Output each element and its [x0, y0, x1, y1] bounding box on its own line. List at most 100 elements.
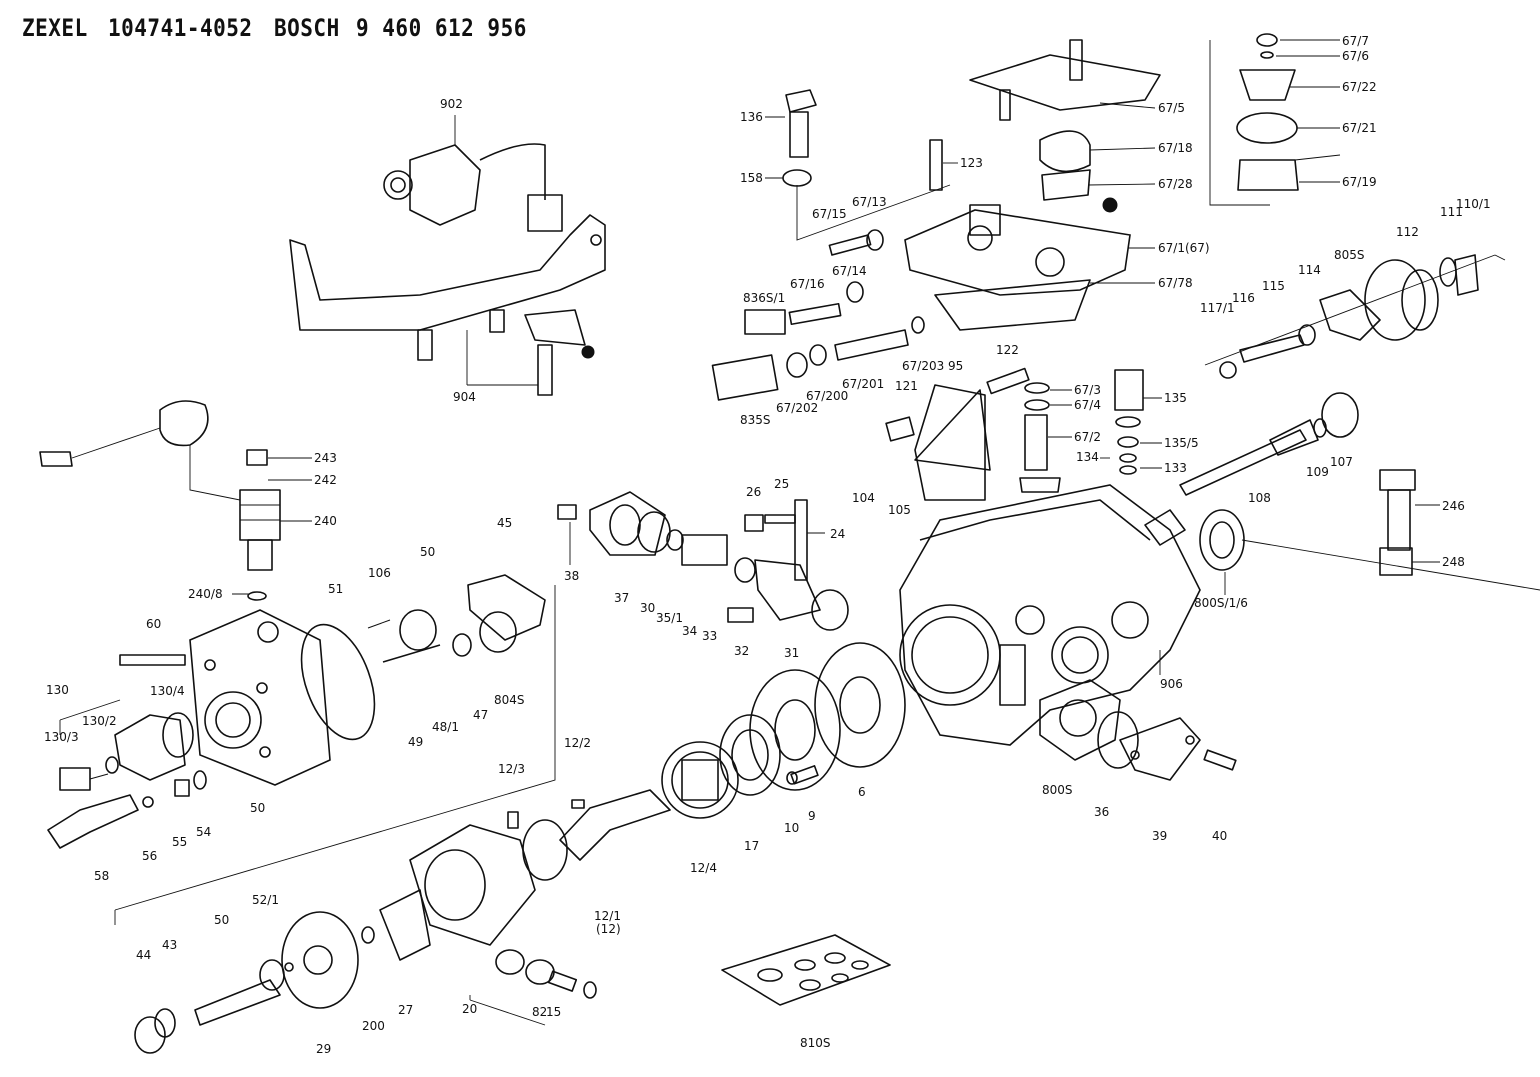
part-label-34: 34: [682, 624, 697, 638]
part-label-20: 20: [462, 1002, 477, 1016]
part-label-158: 158: [740, 171, 763, 185]
part-label-67-203: 67/203: [902, 359, 944, 373]
part-label-67-3: 67/3: [1074, 383, 1101, 397]
part-label-130: 130: [46, 683, 69, 697]
part-label-67-19: 67/19: [1342, 175, 1377, 189]
part-label-51: 51: [328, 582, 343, 596]
part-label-67-200: 67/200: [806, 389, 848, 403]
part-label-240: 240: [314, 514, 337, 528]
part-label-54: 54: [196, 825, 211, 839]
part-label-39: 39: [1152, 829, 1167, 843]
part-label-130-4: 130/4: [150, 684, 185, 698]
part-label-134: 134: [1076, 450, 1099, 464]
part-label-30: 30: [640, 601, 655, 615]
part-label-106: 106: [368, 566, 391, 580]
part-label-60: 60: [146, 617, 161, 631]
part-label-45: 45: [497, 516, 512, 530]
regulating-valve-group: [557, 491, 849, 631]
part-label-12-paren: (12): [596, 922, 621, 936]
part-label-200: 200: [362, 1019, 385, 1033]
part-label-810s: 810S: [800, 1036, 831, 1050]
part-label-40: 40: [1212, 829, 1227, 843]
part-label-112: 112: [1396, 225, 1419, 239]
part-label-130-2: 130/2: [82, 714, 117, 728]
part-label-27: 27: [398, 1003, 413, 1017]
part-label-67-202: 67/202: [776, 401, 818, 415]
part-label-50-mid: 50: [250, 801, 265, 815]
part-label-67-2: 67/2: [1074, 430, 1101, 444]
part-label-24: 24: [830, 527, 845, 541]
part-label-800s: 800S: [1042, 783, 1073, 797]
part-label-29: 29: [316, 1042, 331, 1056]
part-label-123: 123: [960, 156, 983, 170]
part-label-36: 36: [1094, 805, 1109, 819]
part-label-114: 114: [1298, 263, 1321, 277]
part-label-12-2: 12/2: [564, 736, 591, 750]
part-label-55: 55: [172, 835, 187, 849]
part-label-6: 6: [858, 785, 866, 799]
gasket-kit: [721, 934, 891, 1006]
part-label-902: 902: [440, 97, 463, 111]
part-label-32: 32: [734, 644, 749, 658]
part-label-243: 243: [314, 451, 337, 465]
part-label-67-7: 67/7: [1342, 34, 1369, 48]
delivery-valve-group: [1019, 369, 1162, 493]
part-label-836s-1: 836S/1: [743, 291, 785, 305]
part-label-67-14: 67/14: [832, 264, 867, 278]
part-label-12-1: 12/1: [594, 909, 621, 923]
part-label-10: 10: [784, 821, 799, 835]
part-label-67-6: 67/6: [1342, 49, 1369, 63]
part-label-115: 115: [1262, 279, 1285, 293]
part-label-67-201: 67/201: [842, 377, 884, 391]
distributor-head-group: [47, 574, 556, 925]
part-label-9: 9: [808, 809, 816, 823]
part-label-108: 108: [1248, 491, 1271, 505]
part-label-25: 25: [774, 477, 789, 491]
part-label-26: 26: [746, 485, 761, 499]
part-label-805s: 805S: [1334, 248, 1365, 262]
part-label-135: 135: [1164, 391, 1187, 405]
part-label-804s: 804S: [494, 693, 525, 707]
part-label-67-4: 67/4: [1074, 398, 1101, 412]
part-label-67-22: 67/22: [1342, 80, 1377, 94]
side-cover-group: [1097, 711, 1237, 781]
reference-labels: 902 904 136 158 123 67/15 67/13 67/14 67…: [44, 34, 1491, 1056]
part-label-107: 107: [1330, 455, 1353, 469]
drawing-header: ZEXEL 104741-4052 BOSCH 9 460 612 956: [0, 0, 1540, 50]
part-label-56: 56: [142, 849, 157, 863]
part-label-67-16: 67/16: [790, 277, 825, 291]
part-label-136: 136: [740, 110, 763, 124]
part-label-43: 43: [162, 938, 177, 952]
part-label-109: 109: [1306, 465, 1329, 479]
part-label-12-3: 12/3: [498, 762, 525, 776]
part-label-17: 17: [744, 839, 759, 853]
part-label-800s-1-6: 800S/1/6: [1194, 596, 1248, 610]
part-label-47: 47: [473, 708, 488, 722]
part-label-67-28: 67/28: [1158, 177, 1193, 191]
part-label-50-bottom: 50: [214, 913, 229, 927]
part-label-82: 82: [532, 1005, 547, 1019]
part-label-122: 122: [996, 343, 1019, 357]
part-label-130-3: 130/3: [44, 730, 79, 744]
manufacturer-bosch: BOSCH: [274, 14, 340, 42]
part-label-105: 105: [888, 503, 911, 517]
part-label-38: 38: [564, 569, 579, 583]
part-label-52-1: 52/1: [252, 893, 279, 907]
part-label-67-18: 67/18: [1158, 141, 1193, 155]
pump-housing: [899, 384, 1201, 761]
zexel-part-number: 104741-4052: [108, 14, 253, 42]
part-label-111: 111: [1440, 205, 1463, 219]
part-label-37: 37: [614, 591, 629, 605]
part-label-135-5: 135/5: [1164, 436, 1199, 450]
drive-shaft-group: [134, 642, 906, 1054]
part-label-49: 49: [408, 735, 423, 749]
part-label-67-78: 67/78: [1158, 276, 1193, 290]
part-label-67-1: 67/1(67): [1158, 241, 1210, 255]
part-label-904: 904: [453, 390, 476, 404]
bosch-part-number: 9 460 612 956: [356, 14, 527, 42]
part-label-67-13: 67/13: [852, 195, 887, 209]
part-label-67-15: 67/15: [812, 207, 847, 221]
part-label-116: 116: [1232, 291, 1255, 305]
part-label-121: 121: [895, 379, 918, 393]
